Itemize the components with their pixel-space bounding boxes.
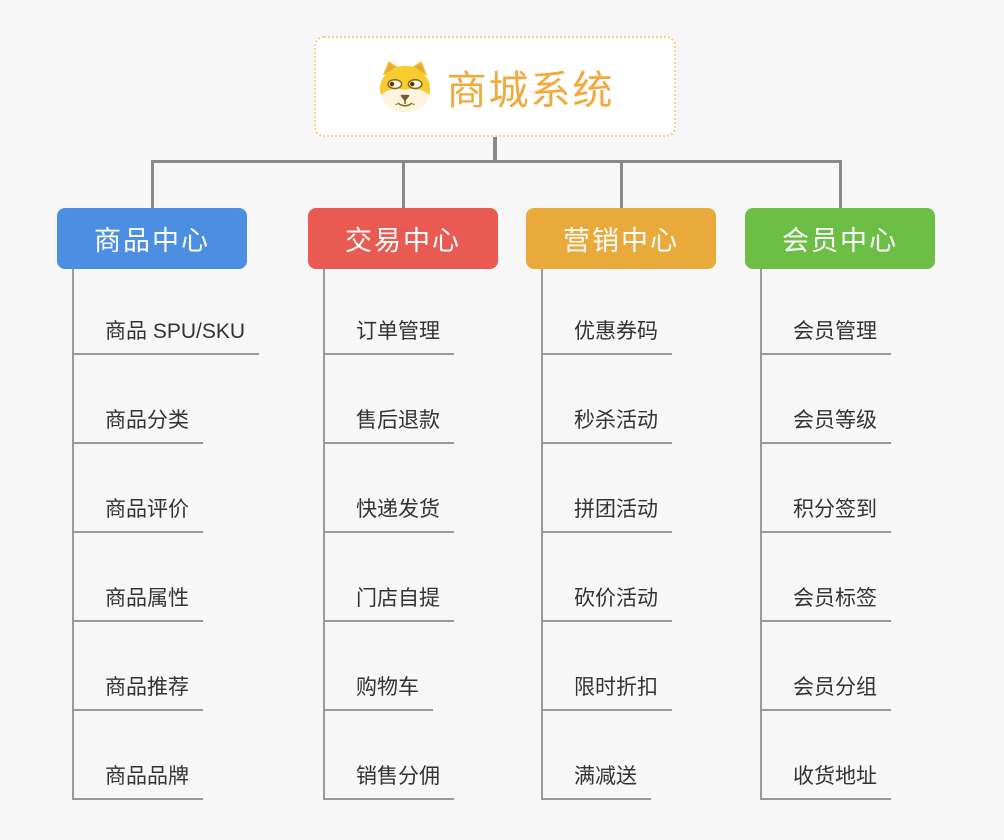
mindmap-item[interactable]: 销售分佣 <box>323 762 454 800</box>
branch-box-trade-center[interactable]: 交易中心 <box>308 208 498 269</box>
branch-column-trade-center: 订单管理售后退款快递发货门店自提购物车销售分佣 <box>323 269 565 800</box>
branch-column-member-center: 会员管理会员等级积分签到会员标签会员分组收货地址 <box>760 269 1002 800</box>
mindmap-item[interactable]: 商品分类 <box>72 406 203 444</box>
mindmap-item[interactable]: 砍价活动 <box>541 584 672 622</box>
mindmap-item[interactable]: 会员分组 <box>760 673 891 711</box>
root-title: 商城系统 <box>446 68 615 113</box>
mindmap-item[interactable]: 会员标签 <box>760 584 891 622</box>
connector-horizontal-line <box>151 160 841 163</box>
connector-drop-member-center <box>838 160 842 208</box>
mindmap-item[interactable]: 商品品牌 <box>72 762 203 800</box>
mindmap-item[interactable]: 商品属性 <box>72 584 203 622</box>
branch-label: 营销中心 <box>563 226 679 256</box>
connector-drop-marketing-center <box>619 160 623 208</box>
branch-box-product-center[interactable]: 商品中心 <box>57 208 247 269</box>
mindmap-item[interactable]: 会员等级 <box>760 406 891 444</box>
mindmap-item[interactable]: 秒杀活动 <box>541 406 672 444</box>
mindmap-item[interactable]: 订单管理 <box>323 317 454 355</box>
branch-label: 会员中心 <box>782 226 898 256</box>
mindmap-item[interactable]: 收货地址 <box>760 762 891 800</box>
mindmap-item[interactable]: 商品 SPU/SKU <box>72 317 260 355</box>
connector-root-stub <box>493 137 497 161</box>
branch-column-marketing-center: 优惠券码秒杀活动拼团活动砍价活动限时折扣满减送 <box>541 269 783 800</box>
mindmap-item[interactable]: 拼团活动 <box>541 495 672 533</box>
mindmap-item[interactable]: 优惠券码 <box>541 317 672 355</box>
doge-face-icon <box>379 60 430 112</box>
mindmap-item[interactable]: 商品评价 <box>72 495 203 533</box>
mindmap-item[interactable]: 积分签到 <box>760 495 891 533</box>
connector-drop-trade-center <box>401 160 405 208</box>
mindmap-item[interactable]: 满减送 <box>541 762 651 800</box>
mindmap-item[interactable]: 会员管理 <box>760 317 891 355</box>
root-node[interactable]: 商城系统 <box>314 36 676 137</box>
connector-drop-product-center <box>150 160 154 208</box>
mindmap-item[interactable]: 商品推荐 <box>72 673 203 711</box>
branch-label: 交易中心 <box>345 226 461 256</box>
branch-box-member-center[interactable]: 会员中心 <box>745 208 935 269</box>
branch-column-product-center: 商品 SPU/SKU 商品分类商品评价商品属性商品推荐商品品牌 <box>72 269 314 800</box>
mindmap-item[interactable]: 购物车 <box>323 673 433 711</box>
mindmap-item[interactable]: 限时折扣 <box>541 673 672 711</box>
mindmap-item[interactable]: 门店自提 <box>323 584 454 622</box>
mindmap-item[interactable]: 快递发货 <box>323 495 454 533</box>
mindmap-item[interactable]: 售后退款 <box>323 406 454 444</box>
branch-label: 商品中心 <box>94 226 210 256</box>
branch-box-marketing-center[interactable]: 营销中心 <box>526 208 716 269</box>
